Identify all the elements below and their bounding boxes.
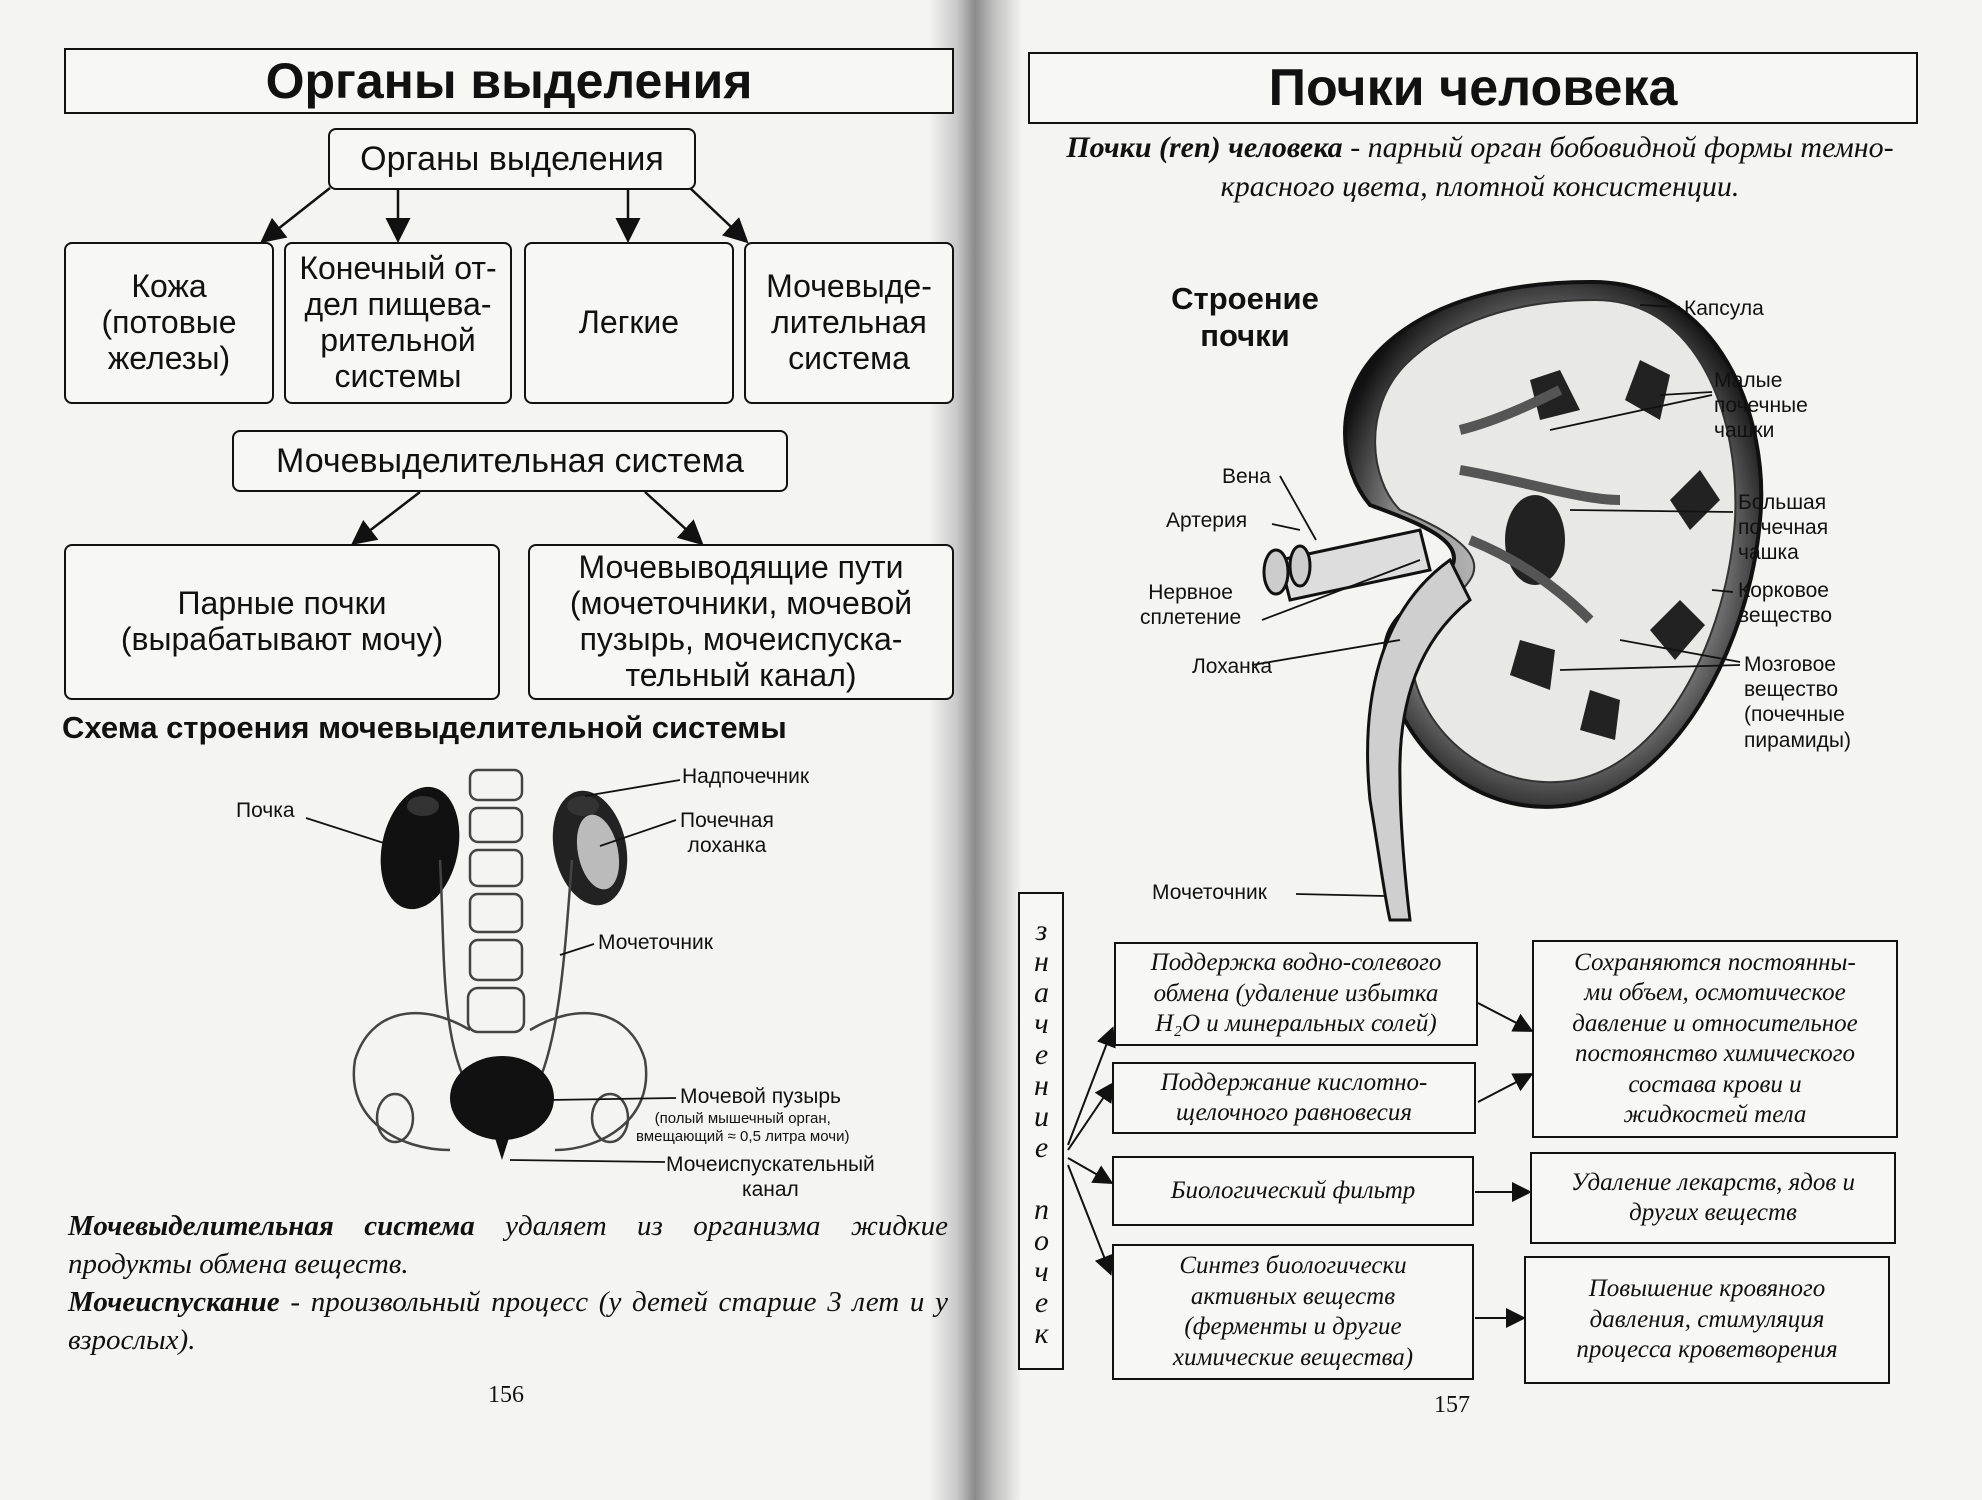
label-medulla: Мозговое вещество (почечные пирамиды)	[1744, 653, 1851, 752]
left-page-title: Органы выделения	[64, 48, 954, 114]
result-removal: Удаление лекарств, ядов и других веществ	[1530, 1152, 1896, 1244]
organ-urinary: Мочевыде- лительная система	[744, 242, 954, 404]
label-renal-pelvis: Почечная лоханка	[680, 809, 774, 858]
kidney-definition: Почки (ren) человека - парный орган бобо…	[1040, 128, 1920, 206]
text-urinary-system: Мочевыделительная система удаляет из орг…	[68, 1208, 948, 1283]
page-number-right: 157	[1434, 1392, 1470, 1418]
right-page-title: Почки человека	[1028, 52, 1918, 124]
organ-digestive: Конечный от- дел пищева- рительной систе…	[284, 242, 512, 404]
label-ureter-right: Мочеточник	[1152, 881, 1267, 904]
result-homeostasis: Сохраняются постоянны- ми объем, осмотич…	[1532, 940, 1898, 1138]
urinary-system-box: Мочевыделительная система	[232, 430, 788, 492]
label-urethra: Мочеиспускательный канал	[666, 1153, 875, 1202]
organ-skin: Кожа (потовые железы)	[64, 242, 274, 404]
function-synthesis: Синтез биологически активных веществ (фе…	[1112, 1244, 1474, 1380]
page-number-left: 156	[488, 1382, 524, 1408]
urinary-tract-box: Мочевыводящие пути (мочеточники, мочевой…	[528, 544, 954, 700]
function-acid-base: Поддержание кислотно- щелочного равновес…	[1112, 1062, 1476, 1134]
label-minor-calyces: Малые почечные чашки	[1714, 369, 1808, 443]
label-pelvis: Лоханка	[1192, 655, 1273, 678]
kidney-section-illustration	[1262, 279, 1764, 922]
label-major-calyx: Большая почечная чашка	[1738, 491, 1829, 565]
term-urinary-system: Мочевыделительная система	[68, 1210, 475, 1242]
term-urination: Мочеиспускание	[68, 1286, 280, 1318]
urinary-system-illustration	[352, 768, 648, 1160]
label-capsule: Капсула	[1684, 297, 1764, 320]
structure-title: Строение почки	[1171, 281, 1319, 354]
text-urination: Мочеиспускание - произвольный процесс (у…	[68, 1284, 948, 1359]
scheme-title: Схема строения мочевыделительной системы	[62, 710, 787, 745]
label-bladder-note: (полый мышечный орган, вмещающий ≈ 0,5 л…	[636, 1110, 850, 1145]
kidney-definition-rest: - парный орган бобовидной формы темно-кр…	[1220, 131, 1894, 203]
text-urinary-system-rest: удаляет из организма жидкие продукты обм…	[68, 1210, 948, 1280]
function-biofilter: Биологический фильтр	[1112, 1156, 1474, 1226]
vertical-label: значение почек	[1025, 914, 1058, 1348]
excretory-organs-root: Органы выделения	[328, 128, 696, 190]
text-urination-rest: - произвольный процесс (у детей старше 3…	[68, 1286, 948, 1356]
term-kidneys: Почки (ren) человека	[1066, 131, 1343, 164]
label-cortex: Корковое вещество	[1738, 579, 1833, 628]
label-vein: Вена	[1222, 465, 1271, 488]
paired-kidneys-box: Парные почки (вырабатывают мочу)	[64, 544, 500, 700]
label-artery: Артерия	[1166, 509, 1248, 532]
function-water-salt: Поддержка водно-солевого обмена (удалени…	[1114, 942, 1478, 1046]
label-kidney: Почка	[236, 799, 295, 822]
label-ureter-left: Мочеточник	[598, 931, 713, 954]
vertical-label-box: значение почек	[1018, 892, 1064, 1370]
organ-lungs: Легкие	[524, 242, 734, 404]
label-adrenal: Надпочечник	[682, 765, 810, 788]
label-nerve-plexus: Нервное сплетение	[1140, 581, 1242, 630]
label-bladder: Мочевой пузырь	[680, 1085, 841, 1108]
result-blood-pressure: Повышение кровяного давления, стимуляция…	[1524, 1256, 1890, 1384]
